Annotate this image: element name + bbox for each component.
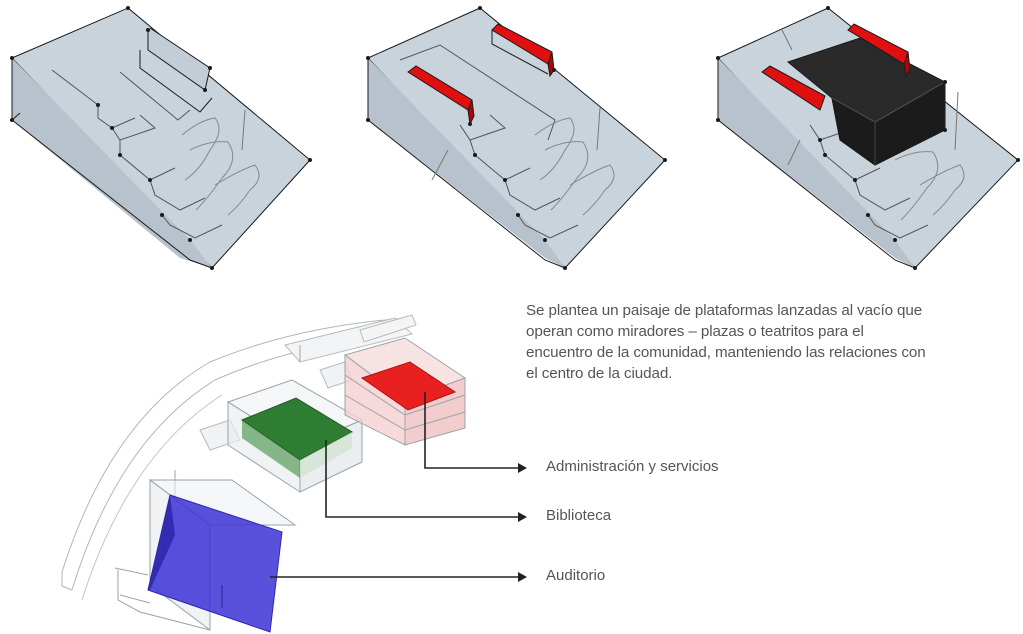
arrow-auditorio-icon (518, 572, 527, 582)
terrain-model-1 (10, 6, 312, 270)
label-connectors (270, 392, 527, 582)
arrow-biblioteca-icon (518, 512, 527, 522)
description-line: Se plantea un paisaje de plataformas lan… (526, 302, 923, 319)
auditorio-volume (147, 494, 283, 633)
arrow-administracion-icon (518, 463, 527, 473)
description-line: el centro de la ciudad. (526, 365, 673, 382)
description-text: Se plantea un paisaje de plataformas lan… (526, 300, 1006, 384)
terrain-model-2 (366, 6, 667, 270)
description-line: encuentro de la comunidad, manteniendo l… (526, 344, 926, 361)
building-model (61, 314, 467, 633)
label-auditorio: Auditorio (546, 567, 606, 584)
administracion-volume (360, 361, 457, 411)
terrain-model-3 (716, 6, 1020, 270)
label-biblioteca: Biblioteca (546, 507, 612, 524)
label-administracion: Administración y servicios (546, 458, 719, 475)
description-line: operan como miradores – plazas o teatrit… (526, 323, 864, 340)
